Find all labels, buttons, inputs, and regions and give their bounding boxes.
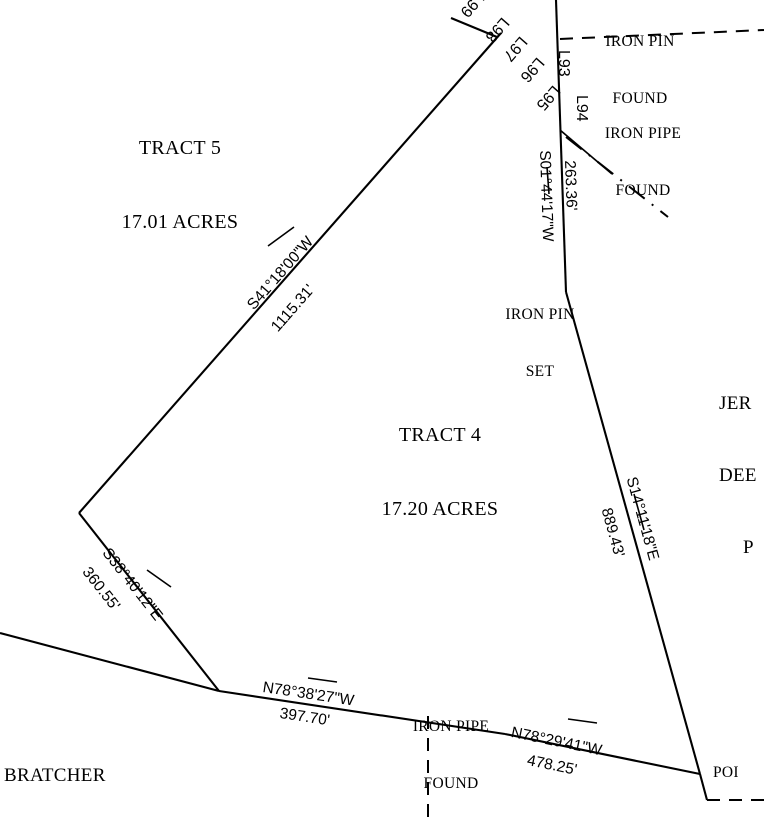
adjoiner-line-1: C BRATCHER [4, 764, 106, 786]
monument-line-1: IRON PIN [605, 32, 675, 50]
boundary-south-west [218, 689, 506, 736]
monument-line-1: IRON PIN [505, 305, 575, 323]
line-label-l94: L94 [573, 95, 590, 122]
tract-5-label: TRACT 5 17.01 ACRES [85, 86, 275, 284]
bearing-tick-northwest [267, 226, 295, 247]
monument-line-1: IRON PIPE [412, 717, 490, 735]
monument-line-2: FOUND [423, 774, 479, 792]
monument-line-2: CONCR [701, 821, 764, 822]
monument-line-2: FOUND [615, 181, 671, 199]
tract-5-name: TRACT 5 [138, 136, 222, 159]
boundary-west [78, 512, 220, 692]
monument-line-2: SET [525, 362, 555, 380]
monument-line-1: IRON PIPE [604, 124, 682, 142]
bearing-tick-south-east [567, 718, 598, 724]
concrete-monument-label: POI CONCR MONUM [701, 726, 764, 822]
adjoiner-line-1: JER [719, 392, 752, 414]
bearing-tick-east [633, 493, 645, 531]
iron-pin-set-label: IRON PIN SET [484, 268, 596, 419]
bearing-north-vertical: S01°44'17"W [536, 150, 557, 242]
tract-4-name: TRACT 4 [398, 423, 482, 446]
adjoiner-bratcher-label: C BRATCHER D BOOK 356 PAGE 695 [0, 716, 186, 822]
iron-pipe-found-bottom-label: IRON PIPE FOUND [398, 680, 504, 822]
distance-north-vertical: 263.36' [561, 160, 580, 211]
boundary-north-vertical [554, 0, 568, 293]
line-l94-segment [559, 129, 613, 175]
tie-line-tract5-north [450, 17, 498, 38]
iron-pin-found-top-label: IRON PIN FOUND [580, 0, 700, 146]
bearing-tick-north-vertical [546, 166, 550, 195]
boundary-east [564, 291, 702, 775]
monument-leader-bottom-right [698, 773, 709, 801]
adjoiner-roger-ryan-label: ROGER RYAN DEED BOOK 310 [497, 789, 717, 822]
monument-line-1: POI [713, 763, 739, 781]
tract-5-acreage: 17.01 ACRES [121, 210, 239, 233]
adjoiner-line-3: P [743, 536, 754, 558]
adjoiner-jerry-label: JER DEE P [719, 344, 764, 607]
iron-pipe-found-right-label: IRON PIPE FOUND [583, 87, 703, 238]
dashed-line-north [559, 29, 764, 40]
boundary-south-east [504, 732, 701, 776]
monument-line-2: FOUND [612, 89, 668, 107]
bearing-tick-south-west [307, 677, 338, 683]
adjoiner-line-bratcher [0, 631, 220, 693]
adjoiner-line-2: DEE [719, 464, 757, 486]
line-label-l93: L93 [555, 50, 572, 77]
boundary-northwest [78, 32, 502, 514]
tract-4-label: TRACT 4 17.20 ACRES [345, 373, 535, 571]
tract-4-acreage: 17.20 ACRES [381, 497, 499, 520]
bearing-tick-west [146, 569, 172, 588]
